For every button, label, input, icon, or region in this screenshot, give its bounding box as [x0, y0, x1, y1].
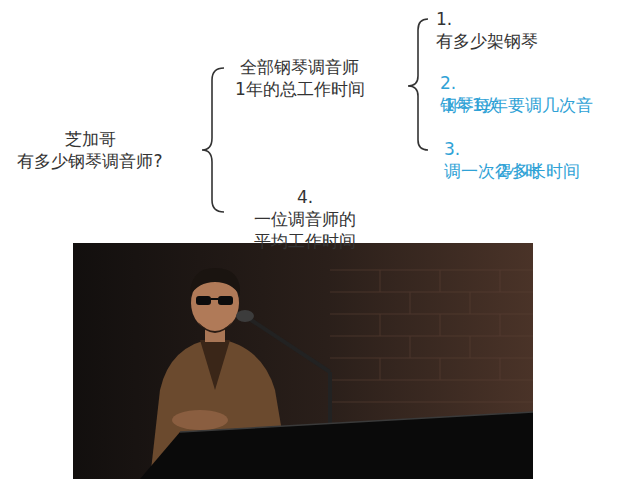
microphone	[236, 310, 254, 322]
hand	[172, 410, 228, 430]
answer-text: 1年1次	[444, 94, 500, 116]
curly-brace	[408, 19, 428, 150]
mic-stand	[328, 372, 332, 430]
hair	[190, 268, 240, 296]
sunglasses	[218, 296, 233, 305]
answer-text: 2小时	[498, 160, 543, 182]
curly-brace	[202, 68, 224, 212]
photo	[73, 243, 533, 479]
brick-wall	[330, 270, 533, 402]
shirt	[200, 340, 230, 390]
beard	[198, 322, 232, 333]
branch-text: 4.一位调音师的 平均工作时间	[254, 186, 356, 252]
mic-stand	[248, 318, 330, 372]
root-question: 芝加哥 有多少钢琴调音师?	[17, 128, 162, 172]
sunglasses	[196, 296, 211, 305]
leaf-text: 1.有多少架钢琴	[436, 8, 538, 52]
branch-text: 全部钢琴调音师 1年的总工作时间	[235, 56, 365, 100]
photo-background	[73, 243, 533, 479]
